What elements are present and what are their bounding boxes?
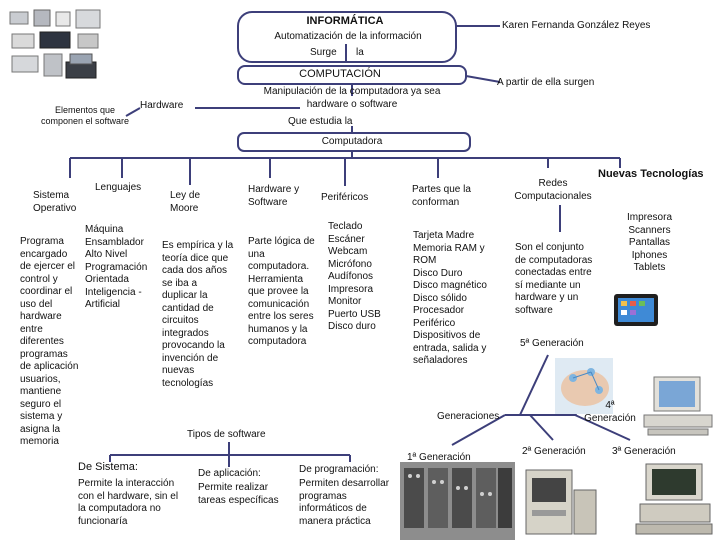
- de-programacion-label: De programación:: [299, 464, 379, 475]
- de-sistema-label: De Sistema:: [78, 461, 138, 473]
- de-aplicacion-desc: Permite realizar tareas específicas: [198, 482, 279, 506]
- tablet-image: [612, 290, 660, 330]
- computadora-title: Computadora: [321, 136, 383, 147]
- author-name: Karen Fernanda González Reyes: [502, 20, 651, 31]
- third-generation-computer-image: [632, 460, 716, 540]
- lenguajes-title: Lenguajes: [95, 182, 142, 193]
- hardware-software-title: Hardware y Software: [248, 184, 300, 208]
- redes-title: Redes Computacionales: [514, 178, 592, 202]
- que-estudia-label: Que estudia la: [288, 116, 353, 127]
- la-label: la: [356, 47, 364, 58]
- generacion-3: 3ª Generación: [612, 446, 676, 457]
- ley-moore-desc: Es empírica y la teoría dice que cada do…: [162, 240, 234, 389]
- generaciones-title: Generaciones: [437, 411, 500, 422]
- sistema-operativo-desc: Programa encargado de ejercer el control…: [20, 236, 79, 447]
- surge-label: Surge: [310, 47, 337, 58]
- hardware-software-desc: Parte lógica de una computadora. Herrami…: [248, 236, 315, 347]
- informatica-title: INFORMÁTICA: [306, 15, 384, 27]
- peripherals-collage-image: [8, 8, 108, 86]
- generacion-2: 2ª Generación: [522, 446, 586, 457]
- de-aplicacion-label: De aplicación:: [198, 468, 261, 479]
- automatizacion-subtitle: Automatización de la información: [274, 31, 422, 42]
- a-partir-label: A partir de ella surgen: [497, 77, 595, 88]
- de-sistema-desc: Permite la interacción con el hardware, …: [78, 478, 179, 527]
- generacion-4: 4ª Generación: [584, 400, 636, 424]
- tipos-software-title: Tipos de software: [187, 429, 266, 440]
- ley-moore-title: Ley de Moore: [170, 190, 201, 214]
- partes-title: Partes que la conforman: [412, 184, 471, 208]
- generacion-1: 1ª Generación: [407, 452, 471, 463]
- nuevas-tecnologias-list: Impresora Scanners Pantallas Iphones Tab…: [626, 212, 672, 273]
- perifericos-title: Periféricos: [321, 192, 369, 203]
- manipulacion-text: Manipulación de la computadora ya sea ha…: [263, 86, 441, 110]
- network-hands-image: [555, 358, 613, 414]
- elementos-text: Elementos que componen el software: [40, 105, 130, 127]
- generacion-5: 5ª Generación: [520, 338, 584, 349]
- redes-desc: Son el conjunto de computadoras conectad…: [515, 242, 593, 316]
- de-programacion-desc: Permiten desarrollar programas informáti…: [299, 478, 390, 527]
- first-generation-computer-image: [400, 462, 515, 540]
- nuevas-tecnologias-title: Nuevas Tecnologías: [598, 168, 704, 180]
- lenguajes-list: Máquina Ensamblador Alto Nivel Programac…: [85, 224, 148, 310]
- perifericos-list: Teclado Escáner Webcam Micrófono Audífon…: [328, 221, 381, 332]
- hardware-label: Hardware: [140, 100, 184, 111]
- second-generation-computer-image: [520, 460, 600, 540]
- fourth-generation-computer-image: [640, 375, 716, 437]
- computadora-box: [237, 132, 471, 152]
- sistema-operativo-title: Sistema Operativo: [33, 190, 77, 214]
- partes-list: Tarjeta Madre Memoria RAM y ROM Disco Du…: [413, 230, 487, 366]
- computacion-title: COMPUTACIÓN: [299, 68, 381, 80]
